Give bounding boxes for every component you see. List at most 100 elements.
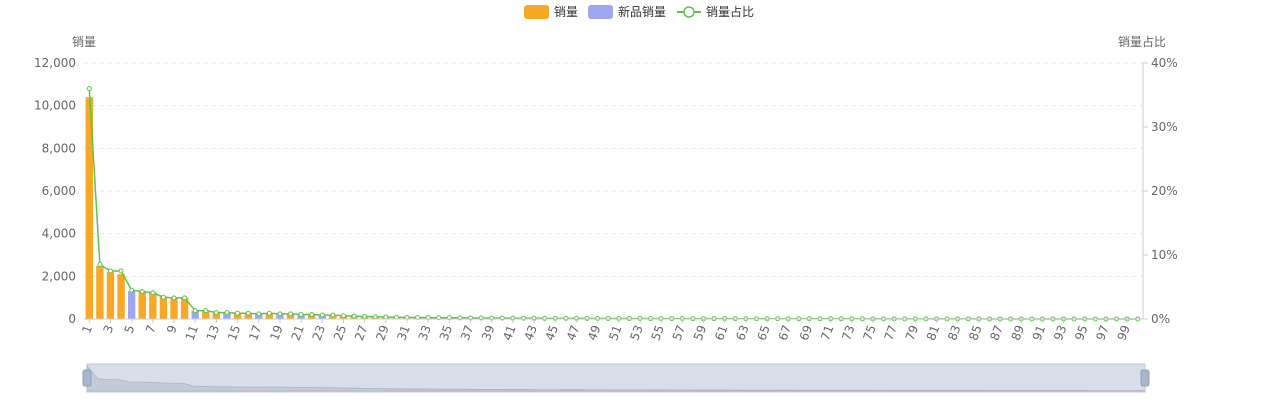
share-point[interactable] [245,310,251,316]
x-tick-label: 83 [945,323,963,342]
bar-new-sales[interactable] [255,314,263,319]
share-point[interactable] [362,313,368,319]
x-tick-label: 51 [606,323,624,342]
y-left-tick-label: 6,000 [42,184,76,198]
share-point[interactable] [298,312,304,318]
bar-sales[interactable] [180,297,189,319]
bar-new-sales[interactable] [191,310,199,319]
share-point[interactable] [319,312,325,318]
share-point[interactable] [192,308,198,314]
y-right-tick-label: 30% [1151,120,1178,134]
legend-item-new-sales[interactable]: 新品销量 [588,4,666,19]
share-point[interactable] [266,310,272,316]
bar-new-sales[interactable] [127,291,136,319]
y-right-tick-label: 20% [1151,184,1178,198]
x-tick-label: 23 [310,323,328,342]
x-tick-label: 71 [818,323,836,342]
share-point[interactable] [351,313,357,319]
share-point[interactable] [309,312,315,318]
legend-label-sales: 销量 [554,5,578,19]
share-point[interactable] [235,310,241,316]
share-point[interactable] [213,310,219,316]
y-left-tick-label: 4,000 [42,227,76,241]
bar-sales[interactable] [138,291,146,319]
x-tick-label: 73 [839,323,857,342]
x-tick-label: 57 [670,323,688,342]
share-point[interactable] [563,315,569,321]
x-tick-label: 37 [458,323,476,342]
share-point[interactable] [129,287,135,293]
x-tick-label: 11 [183,323,201,342]
share-point[interactable] [160,294,166,300]
bar-sales[interactable] [202,310,210,319]
bar-sales[interactable] [117,274,125,319]
share-point[interactable] [182,295,188,301]
bar-sales[interactable] [85,97,93,319]
share-point[interactable] [256,311,262,317]
share-point[interactable] [97,262,103,268]
x-tick-label: 79 [903,323,921,342]
share-point[interactable] [372,314,378,320]
bar-sales[interactable] [159,296,168,319]
x-tick-label: 5 [122,323,138,335]
legend-item-sales[interactable]: 销量 [524,5,578,19]
bar-sales[interactable] [233,313,242,319]
share-point[interactable] [139,288,145,294]
share-point[interactable] [288,311,294,317]
share-point[interactable] [605,315,611,321]
share-point[interactable] [584,315,590,321]
bar-sales[interactable] [106,272,115,319]
y-left-tick-label: 10,000 [34,99,76,113]
x-tick-label: 61 [712,323,730,342]
x-tick-label: 55 [649,323,667,342]
share-point[interactable] [520,315,526,321]
slider-handle-right[interactable] [1140,369,1150,387]
bar-sales[interactable] [265,313,274,319]
share-point[interactable] [107,268,113,274]
x-tick-label: 95 [1072,323,1090,342]
share-point[interactable] [383,314,389,320]
bar-sales[interactable] [96,265,104,319]
share-point[interactable] [542,315,548,321]
x-tick-label: 91 [1030,323,1048,342]
slider-shadow-preview [86,364,1146,392]
legend-item-share[interactable]: 销量占比 [677,4,754,19]
x-tick-label: 25 [331,323,349,342]
bar-new-sales[interactable] [223,312,231,319]
x-tick-label: 69 [797,323,815,342]
share-point[interactable] [171,295,177,301]
y-left-title: 销量 [72,35,96,49]
x-tick-label: 93 [1051,323,1069,342]
x-tick-label: 39 [479,323,497,342]
slider-handle-left[interactable] [82,369,92,387]
x-tick-label: 59 [691,323,709,342]
bar-sales[interactable] [212,313,221,319]
x-tick-label: 31 [394,323,412,342]
share-point[interactable] [203,308,209,314]
share-point[interactable] [118,268,124,274]
x-tick-label: 65 [754,323,772,342]
grid-layer [84,62,1143,277]
bar-sales[interactable] [149,292,157,319]
share-line [88,88,1138,320]
x-tick-label: 87 [987,323,1005,342]
x-tick-label: 77 [882,323,900,342]
share-point[interactable] [86,86,92,92]
share-point[interactable] [330,312,336,318]
x-tick-label: 19 [267,323,285,342]
x-tick-label: 53 [627,323,645,342]
bar-sales[interactable] [244,313,252,319]
bar-sales[interactable] [170,297,178,319]
x-tick-label: 9 [164,323,180,335]
x-tick-label: 47 [564,323,582,342]
bar-sales[interactable] [286,314,295,319]
x-tick-label: 3 [101,323,117,335]
data-zoom-slider[interactable] [82,363,1150,393]
share-point[interactable] [277,311,283,317]
x-tick-label: 43 [522,323,540,342]
share-point[interactable] [224,310,230,316]
share-point[interactable] [340,313,346,319]
share-point[interactable] [150,290,156,296]
